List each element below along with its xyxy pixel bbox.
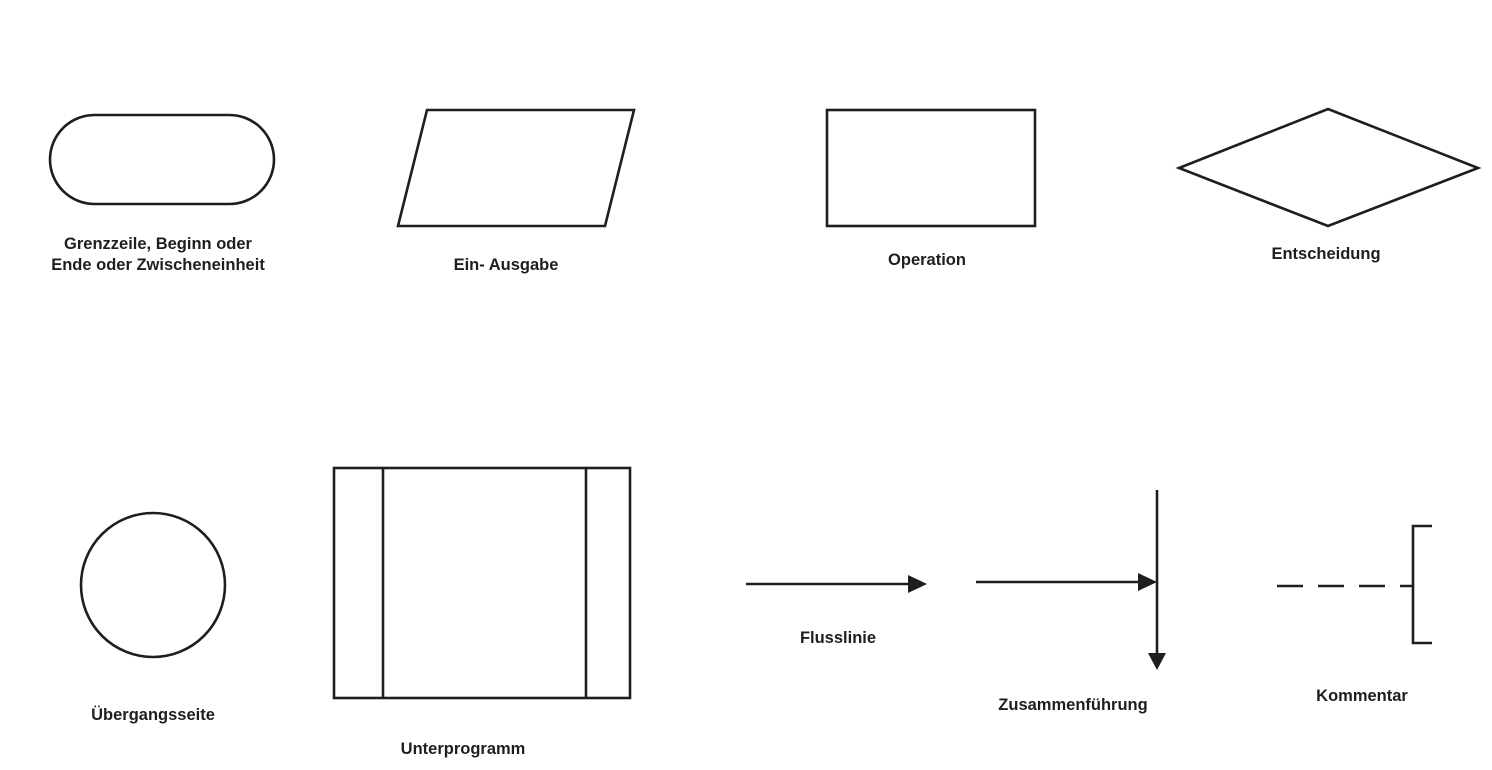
operation-symbol: [825, 108, 1037, 228]
terminator-label-line1: Grenzzeile, Beginn oder: [64, 235, 252, 253]
terminator-label-line2: Ende oder Zwischeneinheit: [51, 256, 265, 274]
flowline-symbol: [746, 575, 927, 593]
junction-down-arrowhead: [1148, 653, 1166, 670]
terminator-symbol: [48, 113, 276, 206]
comment-symbol: [1277, 524, 1432, 645]
io-symbol: [396, 108, 636, 228]
flowline-label: Flusslinie: [799, 629, 877, 647]
operation-label: Operation: [888, 251, 966, 269]
flowline-arrowhead: [908, 575, 927, 593]
connector-symbol: [79, 511, 227, 659]
junction-incoming-arrowhead: [1138, 573, 1157, 591]
subroutine-symbol: [332, 466, 632, 700]
decision-label: Entscheidung: [1271, 245, 1381, 263]
terminator-label: Grenzzeile, Beginn oder Ende oder Zwisch…: [51, 234, 265, 276]
io-label: Ein- Ausgabe: [453, 256, 559, 274]
subroutine-label: Unterprogramm: [400, 740, 526, 758]
comment-label: Kommentar: [1316, 687, 1408, 705]
decision-symbol: [1175, 107, 1482, 228]
connector-label: Übergangsseite: [91, 706, 215, 724]
comment-bracket: [1411, 524, 1432, 645]
subroutine-outer-box: [332, 466, 632, 700]
junction-symbol: [976, 490, 1166, 670]
junction-label: Zusammenführung: [998, 696, 1148, 714]
